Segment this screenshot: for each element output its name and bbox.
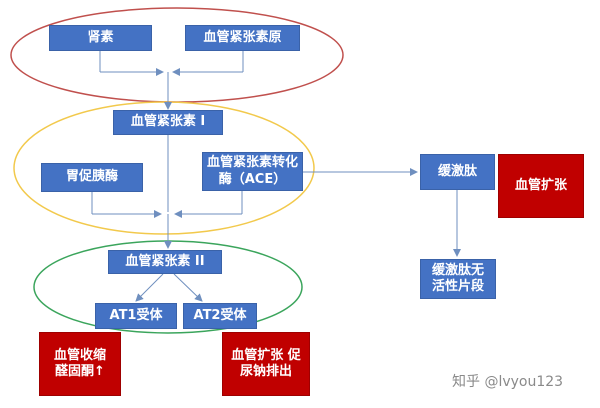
angiotensin1-box: 血管紧张素 I — [113, 110, 223, 135]
bradykinin-inactive-box: 缓激肽无活性片段 — [420, 259, 496, 299]
vasodilation-top-box: 血管扩张 — [498, 154, 584, 218]
pepsin-box: 胃促胰酶 — [41, 163, 143, 192]
vasodilation-natriuresis-box: 血管扩张 促尿钠排出 — [222, 332, 310, 396]
vasoconstriction-aldosterone-box: 血管收缩 醛固酮↑ — [39, 332, 121, 396]
bradykinin-box: 缓激肽 — [420, 154, 495, 190]
renin-box: 肾素 — [49, 25, 152, 51]
watermark-text: 知乎 @lvyou123 — [452, 374, 564, 390]
angiotensinogen-box: 血管紧张素原 — [185, 25, 300, 51]
top-ellipse — [10, 7, 344, 103]
at1-receptor-box: AT1受体 — [95, 303, 177, 329]
at2-receptor-box: AT2受体 — [183, 303, 257, 329]
arrow-to-at2 — [173, 273, 203, 302]
ace-box: 血管紧张素转化酶（ACE） — [202, 152, 303, 191]
angiotensin2-box: 血管紧张素 II — [108, 250, 222, 274]
arrow-to-at1 — [135, 273, 164, 302]
